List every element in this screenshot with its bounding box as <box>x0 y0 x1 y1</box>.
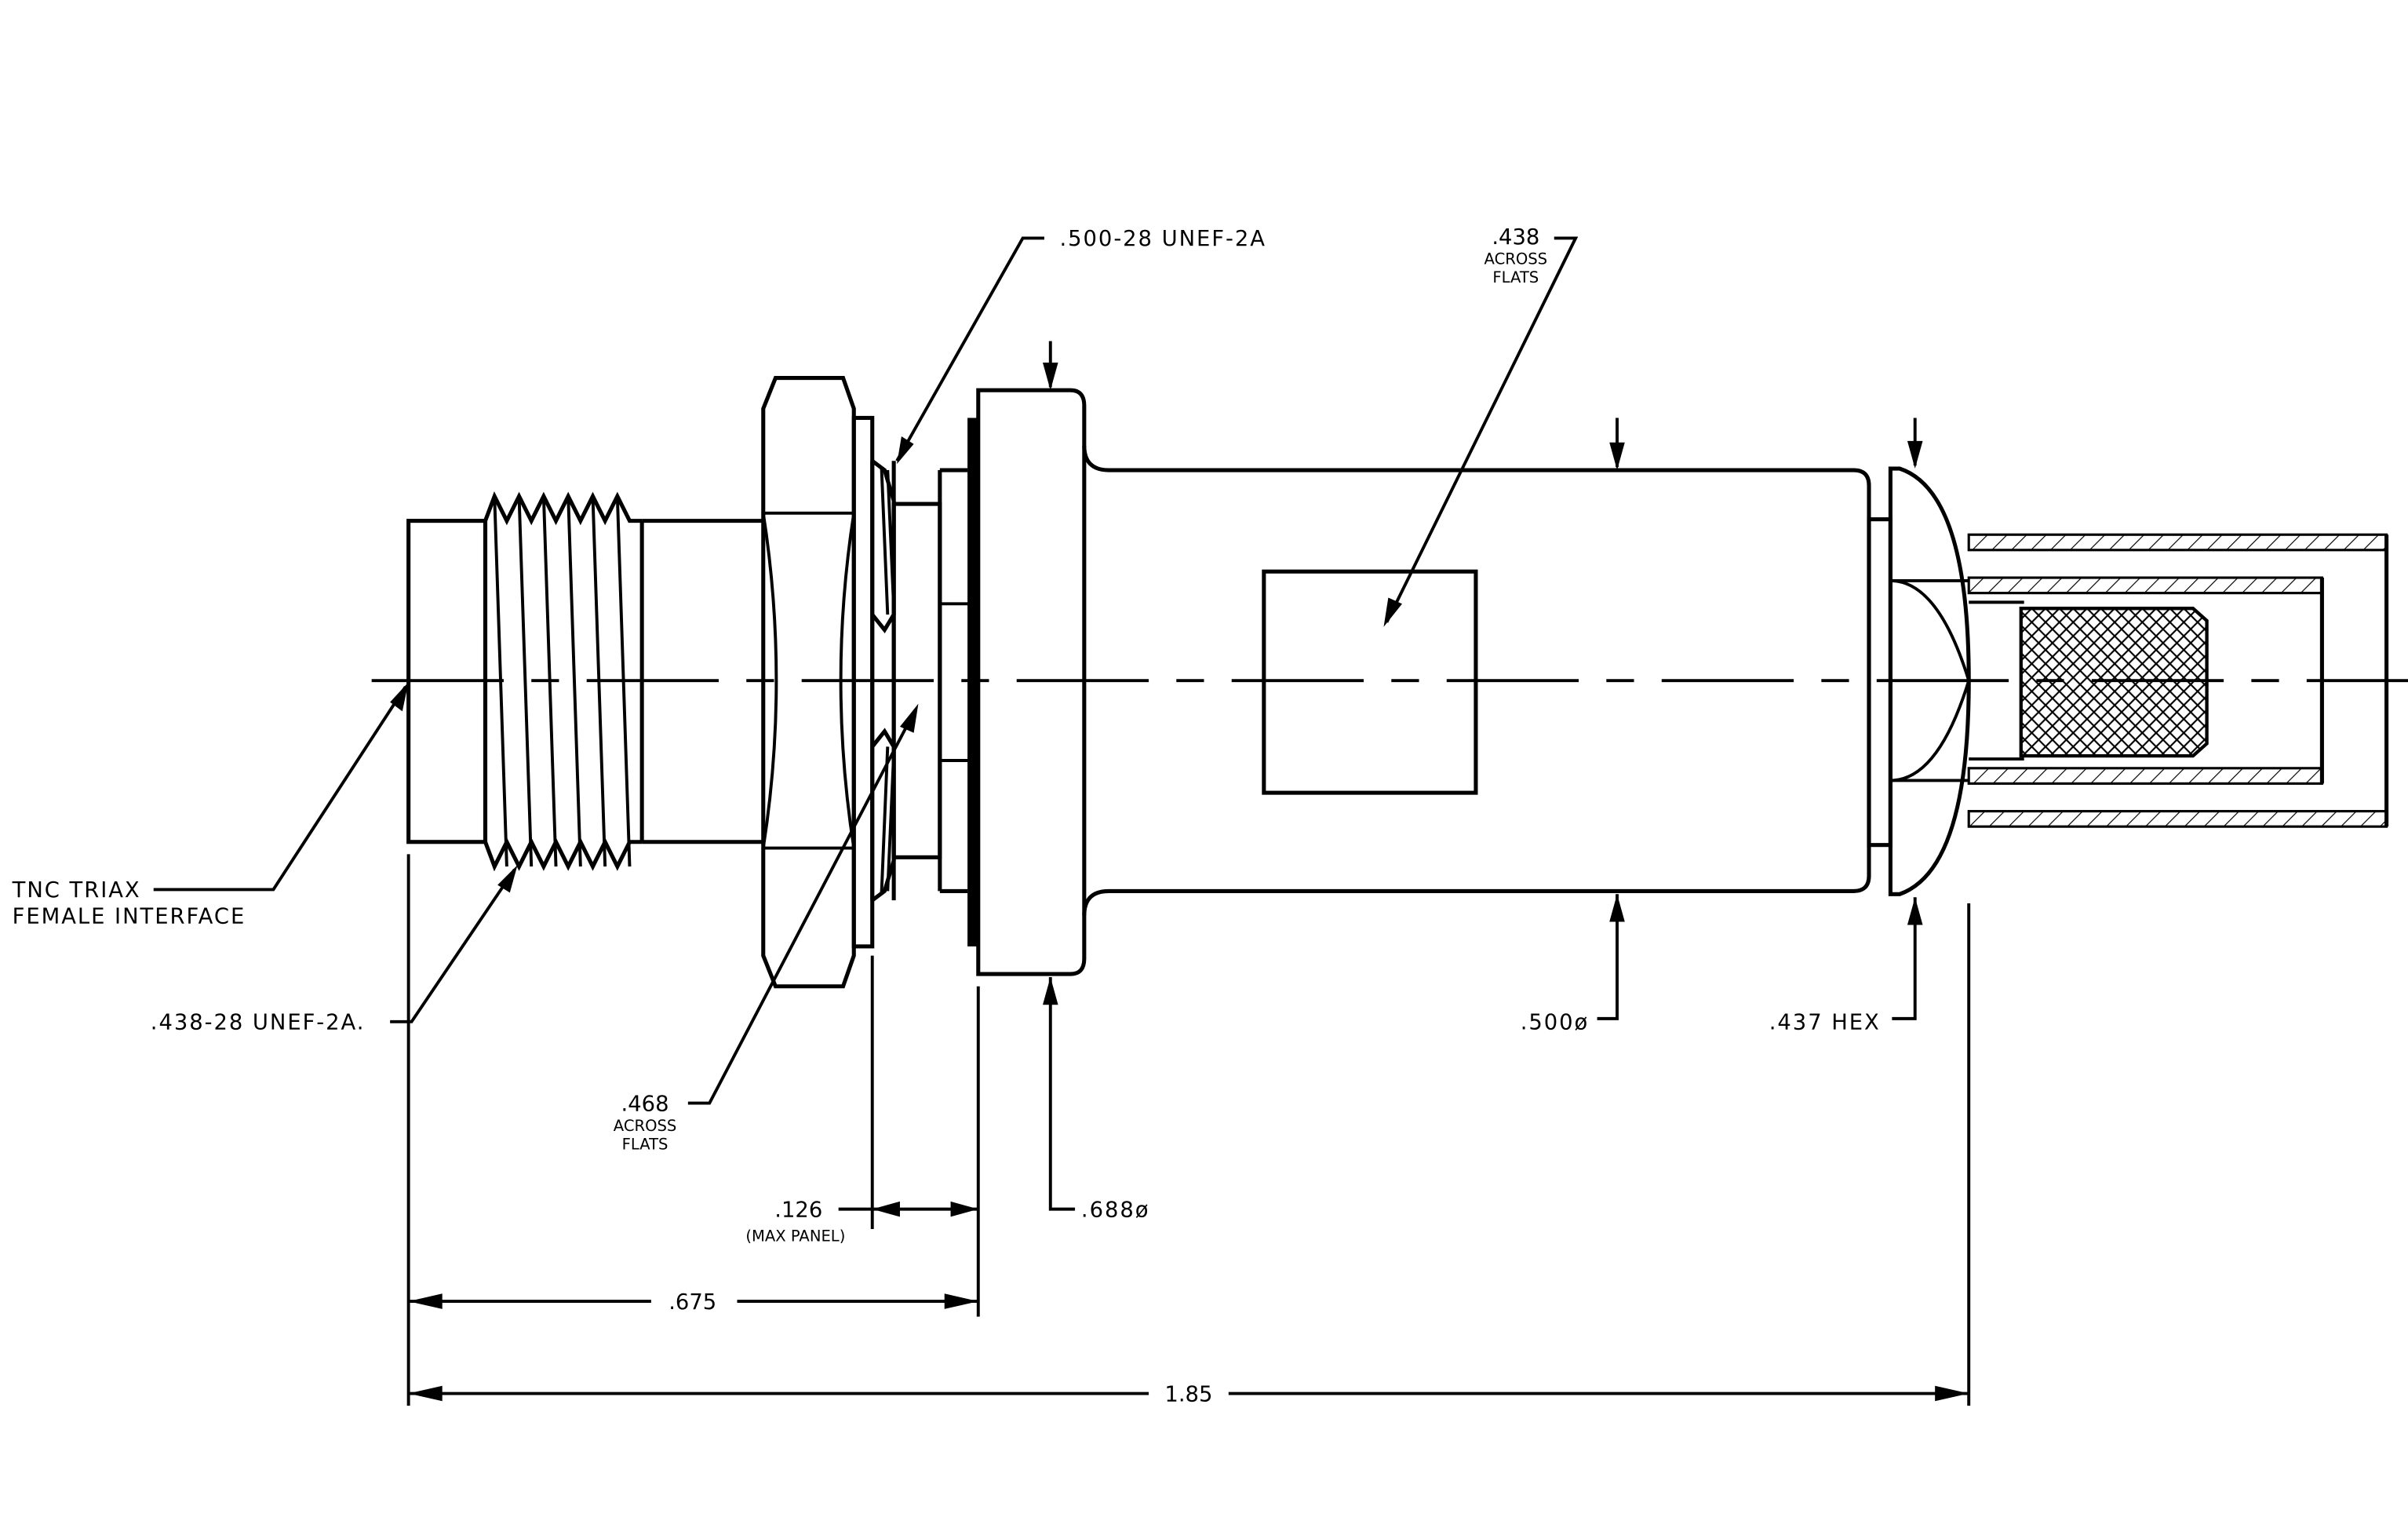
label-panel-value: .126 <box>774 1198 822 1222</box>
label-across-438-l1: ACROSS <box>1485 250 1548 268</box>
leader-across-438 <box>1383 236 1579 627</box>
label-len-185: 1.85 <box>1164 1382 1212 1406</box>
label-interface-l1: TNC TRIAX <box>12 878 141 903</box>
label-across-468-value: .468 <box>621 1092 669 1116</box>
interface-body <box>406 491 763 872</box>
label-across-468-l2: FLATS <box>622 1135 668 1153</box>
dim-675-line <box>408 1293 978 1309</box>
label-len-675: .675 <box>668 1290 716 1315</box>
lock-washer <box>851 415 875 949</box>
rear-hex <box>1867 466 1971 896</box>
leader-across-468 <box>687 703 919 1105</box>
label-thread-500: .500-28 UNEF-2A <box>1060 227 1266 251</box>
leader-panel <box>838 1201 978 1217</box>
leader-hex-437 <box>1892 418 1923 1020</box>
label-hex-437: .437 HEX <box>1769 1011 1881 1035</box>
leader-interface <box>153 682 409 892</box>
threaded-section <box>870 459 977 903</box>
label-diam-500: .500ø <box>1521 1011 1590 1035</box>
leader-diam-688 <box>1042 341 1076 1211</box>
label-across-438-value: .438 <box>1492 225 1539 250</box>
leader-thread-500 <box>895 236 1044 465</box>
cable-section <box>1967 533 2389 828</box>
leader-thread-438 <box>390 865 518 1023</box>
flange <box>976 388 1087 976</box>
label-thread-438: .438-28 UNEF-2A. <box>151 1011 366 1035</box>
label-across-438-l2: FLATS <box>1492 268 1539 286</box>
dim-185-line <box>408 1385 1969 1402</box>
label-panel-note: (MAX PANEL) <box>745 1227 845 1246</box>
label-interface-l2: FEMALE INTERFACE <box>13 905 246 929</box>
extension-lines <box>406 854 1971 1406</box>
gasket <box>967 418 978 947</box>
leader-diam-500 <box>1597 418 1625 1020</box>
hex-nut <box>761 376 856 989</box>
label-across-468-l1: ACROSS <box>614 1117 677 1135</box>
label-diam-688: .688ø <box>1081 1198 1150 1222</box>
